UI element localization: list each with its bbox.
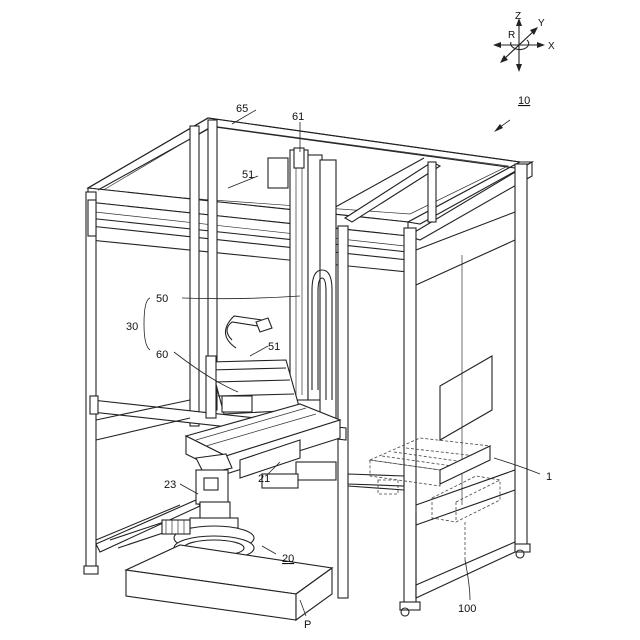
label-tool: 23 [164, 479, 176, 491]
label-robot: 20 [282, 553, 294, 565]
axis-x-label: X [548, 41, 555, 52]
cabinet [432, 476, 500, 560]
label-column: 61 [292, 111, 304, 123]
label-tray: 1 [546, 471, 552, 483]
label-rail-upper: 51 [242, 169, 254, 181]
label-cabinet: 100 [458, 603, 476, 615]
axis-r-label: R [508, 30, 515, 41]
label-apparatus: 10 [518, 95, 530, 107]
frame-back-right-post [512, 164, 530, 558]
label-group: 30 [126, 321, 138, 333]
label-rail-lower: 51 [268, 341, 280, 353]
label-frame-top: 65 [236, 103, 248, 115]
axis-y-label: Y [538, 18, 545, 29]
axis-indicator: Z Y R X [493, 11, 555, 72]
label-carriage: 60 [156, 349, 168, 361]
right-side-panel [416, 212, 515, 598]
pallet [126, 545, 332, 620]
frame-front-right-post [338, 226, 420, 616]
label-vertical-unit: 50 [156, 293, 168, 305]
frame-front-left-post [84, 192, 98, 574]
label-arm: 21 [258, 473, 270, 485]
label-pallet: P [304, 619, 311, 631]
axis-z-label: Z [515, 11, 521, 22]
